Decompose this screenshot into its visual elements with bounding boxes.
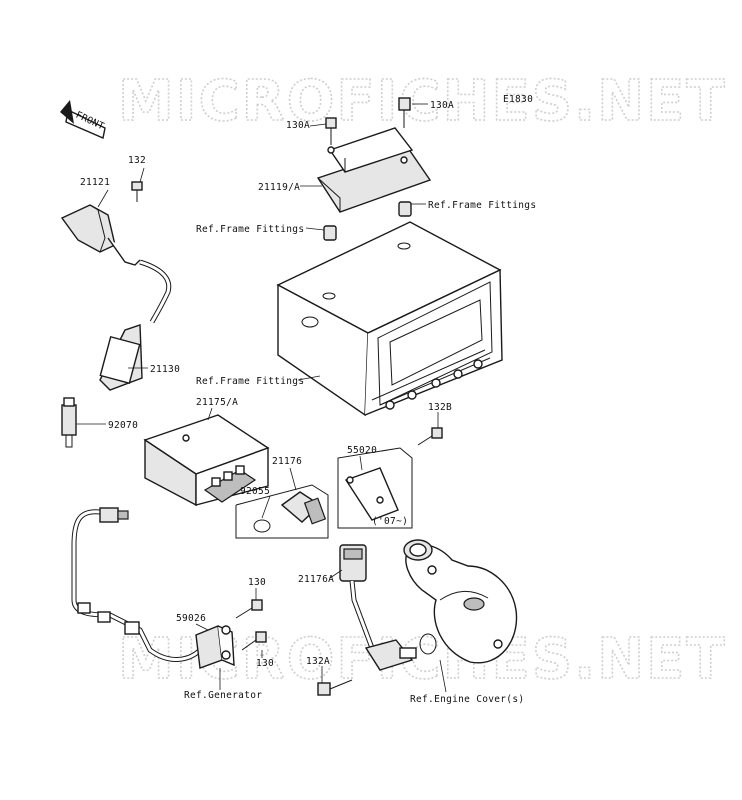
label-130a-left: 130A bbox=[286, 120, 310, 131]
bracket bbox=[344, 467, 399, 521]
crank-sensor bbox=[253, 491, 327, 533]
note-07: ('07~) bbox=[372, 516, 408, 527]
collar-right bbox=[398, 201, 412, 217]
leader-21176 bbox=[289, 467, 297, 491]
label-ref-generator: Ref.Generator bbox=[184, 690, 262, 701]
bolt-132b bbox=[417, 427, 443, 446]
label-21121: 21121 bbox=[80, 177, 110, 188]
label-ref-frame-left: Ref.Frame Fittings bbox=[196, 224, 304, 235]
diagram-code: E1830 bbox=[503, 94, 533, 105]
label-130a-right: 130A bbox=[430, 100, 454, 111]
bolt-130-top bbox=[235, 599, 263, 619]
ignition-coil bbox=[60, 181, 172, 391]
leader-ref-frame-left bbox=[305, 227, 325, 231]
leader-130a-left bbox=[309, 123, 327, 127]
bolt-132a bbox=[317, 679, 353, 696]
leader-21121 bbox=[97, 189, 109, 208]
collar-left bbox=[323, 225, 337, 241]
label-130-top: 130 bbox=[248, 577, 266, 588]
label-92070: 92070 bbox=[108, 420, 138, 431]
regulator-rectifier bbox=[316, 97, 432, 213]
leader-21176a bbox=[329, 569, 343, 579]
label-21119a: 21119/A bbox=[258, 182, 300, 193]
sensor-21176a bbox=[339, 544, 417, 671]
label-92055: 92055 bbox=[240, 486, 270, 497]
label-21130: 21130 bbox=[150, 364, 180, 375]
watermark-top: MICROFICHES.NET bbox=[118, 69, 727, 134]
battery-case bbox=[276, 221, 503, 417]
engine-cover bbox=[403, 539, 518, 664]
label-132b: 132B bbox=[428, 402, 452, 413]
label-132a: 132A bbox=[306, 656, 330, 667]
label-132: 132 bbox=[128, 155, 146, 166]
label-ref-frame-bottom: Ref.Frame Fittings bbox=[196, 376, 304, 387]
leader-59026 bbox=[195, 623, 209, 631]
front-arrow-icon: FRONT bbox=[60, 100, 106, 139]
label-21176a: 21176A bbox=[298, 574, 334, 585]
pickup-coil bbox=[195, 625, 235, 669]
label-55020: 55020 bbox=[347, 445, 377, 456]
label-130-bottom: 130 bbox=[256, 658, 274, 669]
group-box-21176 bbox=[235, 484, 329, 539]
label-ref-frame-right: Ref.Frame Fittings bbox=[428, 200, 536, 211]
leader-55020 bbox=[359, 455, 363, 471]
label-21176: 21176 bbox=[272, 456, 302, 467]
leader-92055 bbox=[261, 495, 271, 519]
label-59026: 59026 bbox=[176, 613, 206, 624]
leader-ref-frame-bottom bbox=[297, 375, 321, 381]
bolt-130-bottom bbox=[241, 631, 267, 651]
label-21175a: 21175/A bbox=[196, 397, 238, 408]
cdi-unit bbox=[143, 414, 270, 507]
group-box-55020 bbox=[337, 447, 413, 529]
label-ref-engine-cover: Ref.Engine Cover(s) bbox=[410, 694, 524, 705]
spark-plug bbox=[61, 397, 77, 448]
pickup-harness bbox=[71, 507, 202, 662]
leader-132 bbox=[139, 167, 145, 183]
leader-21175a bbox=[207, 407, 213, 421]
leader-ref-engine-cover bbox=[439, 659, 447, 693]
